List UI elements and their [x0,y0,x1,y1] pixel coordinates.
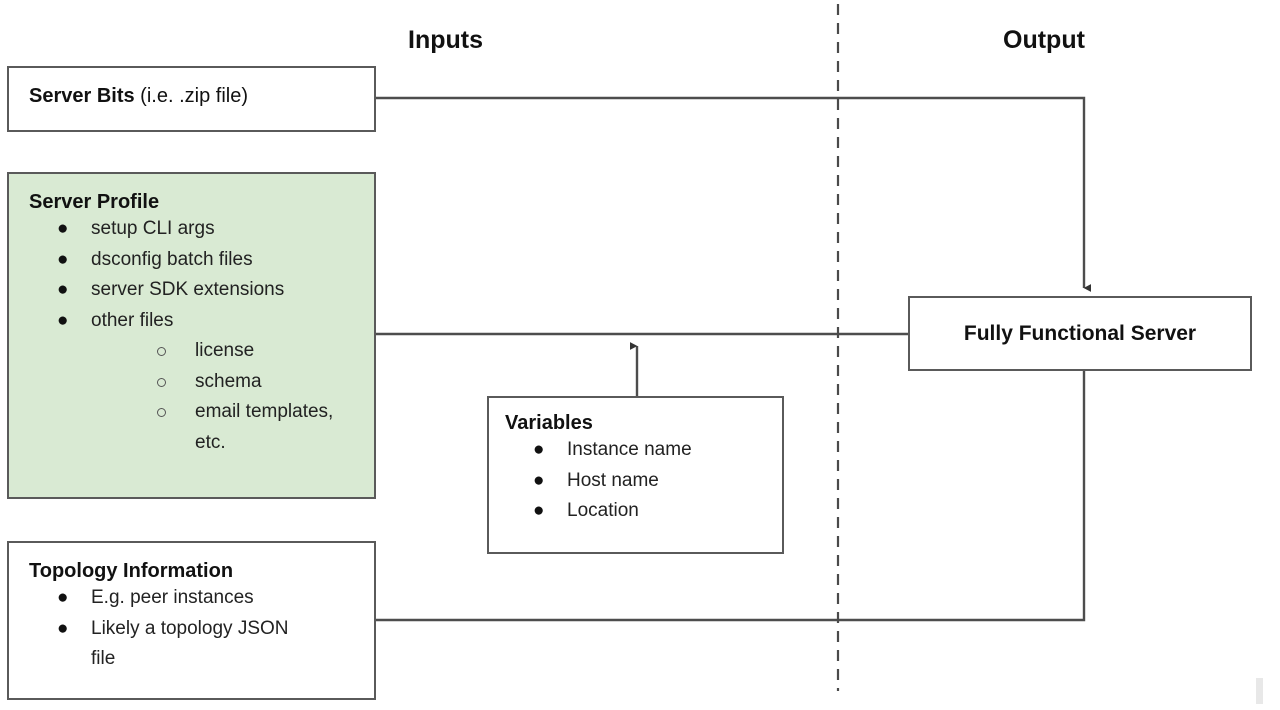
wire-server-bits-to-output [376,96,1092,292]
list-item-label: other files [91,309,174,331]
list-item-label: setup CLI args [91,218,215,239]
list-item: ● dsconfig batch files [29,245,366,276]
server-bits-title: Server Bits [29,85,135,107]
list-item-label: Host name [567,469,659,491]
list-item: ● Location [505,496,774,527]
bullet-disc-icon: ● [57,218,69,239]
server-bits-subtitle: (i.e. .zip file) [134,85,248,107]
server-profile-sublist: license schema email templates, etc. [133,336,366,458]
sub-list-item: email templates, etc. [133,397,366,458]
list-item-label: Location [567,500,639,521]
topology-list: ● E.g. peer instances ● Likely a topology … [29,583,366,675]
list-item: ● E.g. peer instances [29,583,366,614]
server-profile-title: Server Profile [29,191,160,213]
bullet-disc-icon: ● [57,248,69,270]
inputs-column-header: Inputs [408,26,483,54]
variables-box[interactable]: Variables ● Instance name ● Host name ● Loc… [487,396,784,554]
bullet-disc-icon: ● [533,469,545,491]
bullet-disc-icon: ● [533,500,545,521]
output-column-header: Output [1003,26,1085,54]
bullet-disc-icon: ● [57,617,69,639]
bullet-circle-icon [157,347,166,356]
list-item: ● Host name [505,466,774,497]
fully-functional-server-box[interactable]: Fully Functional Server [908,296,1252,371]
list-item-label: server SDK extensions [91,279,285,300]
bullet-circle-icon [157,408,166,417]
server-profile-box[interactable]: Server Profile ● setup CLI args ● dsconfig… [7,172,376,499]
bullet-disc-icon: ● [57,279,69,300]
sub-list-item-label: schema [195,370,262,392]
list-item: ● other files license schema email templa… [29,306,366,459]
server-profile-list: ● setup CLI args ● dsconfig batch files ● s… [29,214,366,458]
output-server-title: Fully Functional Server [963,321,1197,345]
list-item-label: Likely a topology JSON file [91,617,289,670]
sub-list-item-label: license [195,340,255,361]
topology-information-box[interactable]: Topology Information ● E.g. peer instance… [7,541,376,700]
bullet-disc-icon: ● [57,309,69,331]
topology-title: Topology Information [29,560,234,582]
list-item: ● server SDK extensions [29,275,366,306]
list-item-label: dsconfig batch files [91,248,253,270]
scrollbar-nub[interactable] [1256,678,1263,704]
list-item-label: Instance name [567,439,692,460]
sub-list-item: schema [133,367,366,398]
variables-title: Variables [505,412,593,434]
sub-list-item: license [133,336,366,367]
list-item: ● Instance name [505,435,774,466]
list-item-label: E.g. peer instances [91,587,254,608]
list-item: ● Likely a topology JSON file [29,614,311,675]
sub-list-item-label: email templates, etc. [195,401,334,453]
bullet-disc-icon: ● [57,587,69,608]
variables-list: ● Instance name ● Host name ● Location [505,435,774,527]
bullet-disc-icon: ● [533,439,545,460]
list-item: ● setup CLI args [29,214,366,245]
bullet-circle-icon [157,377,166,387]
server-bits-box[interactable]: Server Bits (i.e. .zip file) [7,66,376,132]
